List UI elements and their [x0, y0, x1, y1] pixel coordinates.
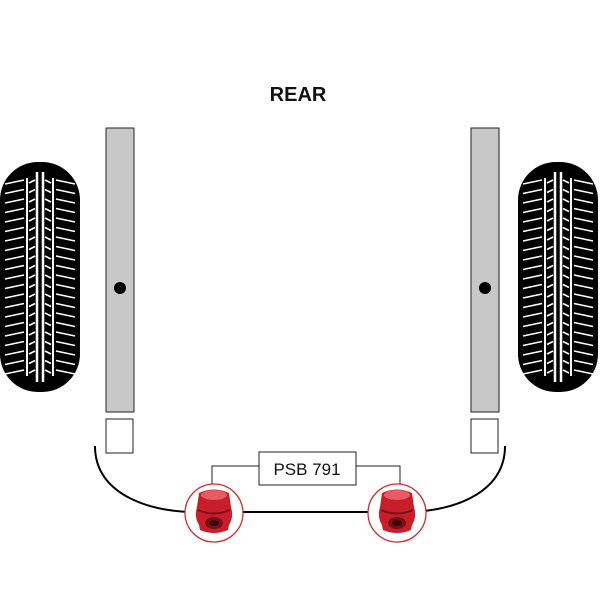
part-number-label: PSB 791	[273, 460, 340, 479]
left-chassis-rail	[105, 127, 135, 454]
left-bush-icon	[184, 483, 244, 543]
left-tyre-icon	[0, 160, 82, 394]
diagram-title: REAR	[270, 84, 327, 106]
right-chassis-rail	[470, 127, 500, 454]
anti-roll-bar	[94, 445, 506, 513]
right-bush-icon	[367, 483, 427, 543]
part-callout: PSB 791	[211, 451, 401, 486]
right-tyre-icon	[516, 160, 600, 394]
